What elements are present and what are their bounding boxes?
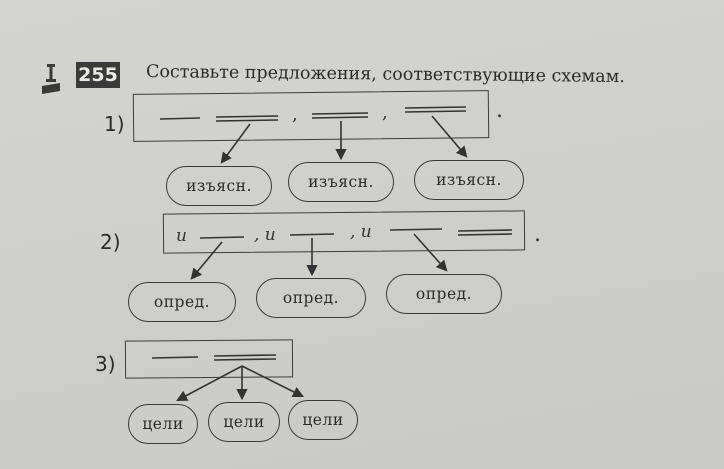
- scheme-3-arrow-3: [241, 365, 305, 398]
- workbook-stand-icon: [42, 64, 60, 94]
- scheme-1-arrow-3: [431, 115, 468, 158]
- scheme-3-clause-3: цели: [288, 400, 358, 440]
- scheme-1-arrow-1: [220, 123, 251, 164]
- scheme-2-clause-2: опред.: [256, 278, 366, 318]
- scheme-2-subject-line-2: [289, 233, 335, 236]
- scheme-2-conj-1: и: [176, 226, 187, 246]
- exercise-number: 255: [76, 62, 120, 88]
- scheme-1-clause-3: изъясн.: [414, 160, 524, 200]
- scheme-1-label: 1): [104, 112, 125, 136]
- scheme-3-clause-2: цели: [208, 402, 280, 442]
- scheme-1-comma-1: ,: [292, 104, 298, 125]
- scheme-1-clause-2: изъясн.: [288, 162, 394, 202]
- scheme-3-clause-1: цели: [128, 404, 198, 444]
- scheme-2-arrow-3: [413, 233, 448, 272]
- scheme-1-period: .: [496, 98, 503, 123]
- scheme-3-subject-line: [151, 356, 199, 359]
- scheme-1-clause-1: изъясн.: [166, 166, 272, 206]
- scheme-2-clause-3: опред.: [386, 274, 502, 314]
- scheme-2-period: .: [534, 222, 541, 247]
- scheme-3-label: 3): [95, 352, 116, 376]
- scheme-3-arrow-1: [176, 365, 243, 402]
- scheme-1-subject-line: [159, 117, 201, 120]
- scheme-2-label: 2): [100, 230, 121, 254]
- scheme-2-conj-2: , и: [254, 225, 276, 245]
- scheme-2-subject-line-1: [199, 236, 245, 239]
- scheme-2-arrow-1: [190, 241, 223, 280]
- scheme-1-comma-2: ,: [382, 102, 388, 123]
- scheme-1-predicate-line-3: [404, 106, 467, 109]
- scheme-1-predicate-line: [215, 115, 279, 118]
- scheme-2-predicate-line: [457, 229, 513, 232]
- scheme-2-subject-line-3: [389, 228, 443, 231]
- scheme-3-predicate-line: [213, 354, 277, 357]
- scheme-1-predicate-line-2: [311, 112, 369, 115]
- scheme-2-conj-3: , и: [350, 222, 372, 242]
- scheme-2-clause-1: опред.: [128, 282, 236, 322]
